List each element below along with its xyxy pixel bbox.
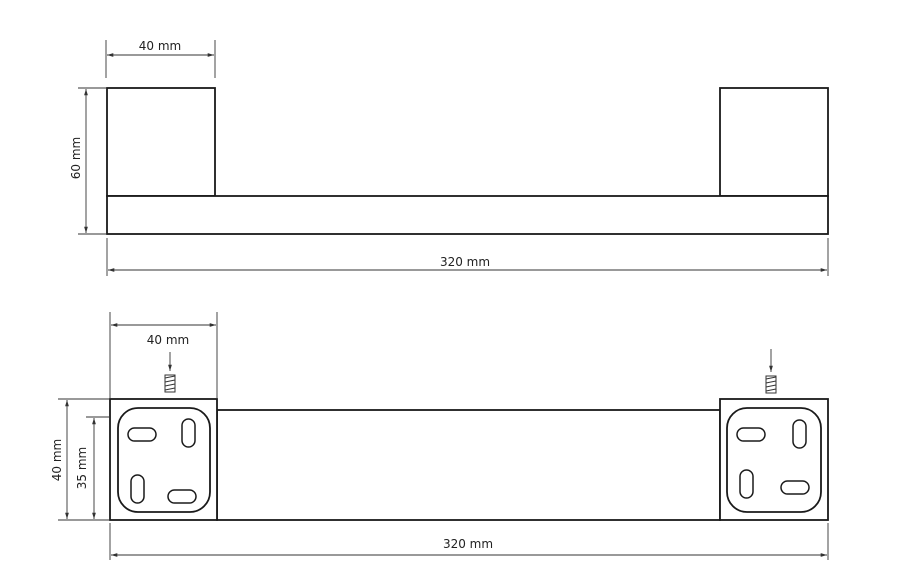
- right-leg: [719, 87, 829, 197]
- base-height-label: 40 mm: [50, 439, 64, 481]
- base-width-dimension: 40 mm: [109, 312, 218, 398]
- left-screw-icon: [164, 352, 176, 393]
- right-slot-4: [780, 480, 810, 495]
- bottom-view: 40 mm 40 mm 35 mm 320 mm: [50, 312, 829, 560]
- left-slot-2: [181, 418, 196, 448]
- left-slot-1: [127, 427, 157, 442]
- left-base: [109, 398, 218, 521]
- right-slot-1: [736, 427, 766, 442]
- base-width-label: 40 mm: [147, 333, 189, 347]
- right-slot-2: [792, 419, 807, 449]
- handle-bar: [106, 195, 829, 235]
- plate-height-label: 35 mm: [75, 447, 89, 489]
- leg-width-label: 40 mm: [139, 39, 181, 53]
- height-dimension: 60 mm: [69, 87, 106, 235]
- right-screw-icon: [765, 349, 777, 394]
- leg-width-dimension: 40 mm: [105, 39, 216, 78]
- length-dimension-top: 320 mm: [106, 238, 829, 276]
- plate-height-dimension: 35 mm: [75, 416, 109, 521]
- top-view: 40 mm 60 mm 320 mm: [69, 39, 829, 276]
- left-slot-4: [167, 489, 197, 504]
- left-leg: [106, 87, 216, 197]
- bar-plan: [216, 409, 721, 521]
- height-label: 60 mm: [69, 137, 83, 179]
- length-label-top: 320 mm: [440, 255, 490, 269]
- length-dimension-bottom: 320 mm: [109, 523, 829, 560]
- right-mount-plate: [726, 407, 822, 513]
- right-base: [719, 398, 829, 521]
- left-slot-3: [130, 474, 145, 504]
- right-slot-3: [739, 469, 754, 499]
- length-label-bottom: 320 mm: [443, 537, 493, 551]
